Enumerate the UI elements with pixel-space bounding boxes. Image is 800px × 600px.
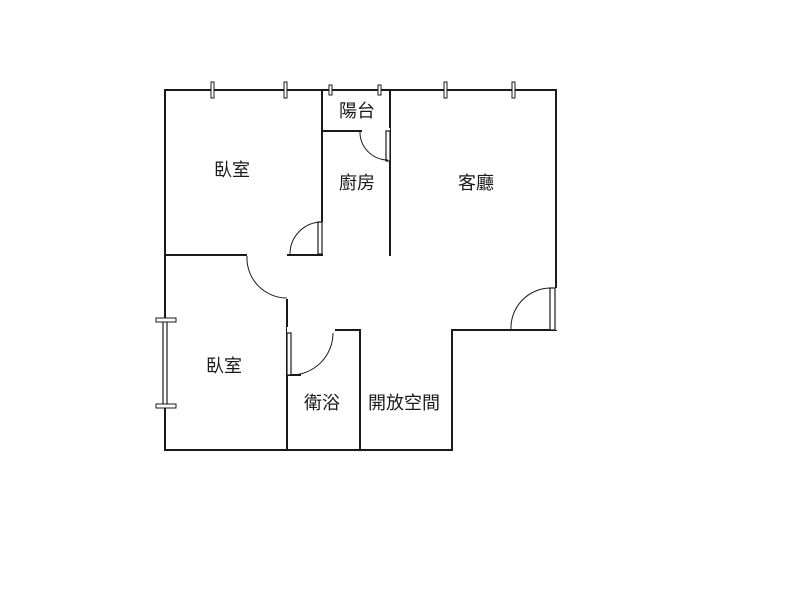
- room-label-kitchen: 廚房: [339, 173, 375, 194]
- door-bedroom-top: [289, 221, 325, 255]
- door-living-room: [510, 287, 559, 331]
- room-label-bathroom: 衛浴: [304, 393, 340, 414]
- window-top-balcony: [328, 84, 382, 96]
- window-top-right: [443, 81, 516, 99]
- door-bedroom-bottom: [246, 252, 288, 299]
- room-label-balcony: 陽台: [339, 101, 375, 122]
- door-balcony: [359, 128, 391, 162]
- window-left: [155, 317, 177, 409]
- outer-walls: [164, 89, 557, 451]
- room-label-living-room: 客廳: [458, 173, 494, 194]
- room-label-bedroom-bottom: 臥室: [206, 356, 242, 377]
- room-label-open-space: 開放空間: [368, 393, 440, 414]
- window-top-left: [210, 81, 288, 99]
- room-label-bedroom-top: 臥室: [214, 160, 250, 181]
- door-bathroom: [286, 327, 335, 376]
- interior-walls: [164, 89, 391, 451]
